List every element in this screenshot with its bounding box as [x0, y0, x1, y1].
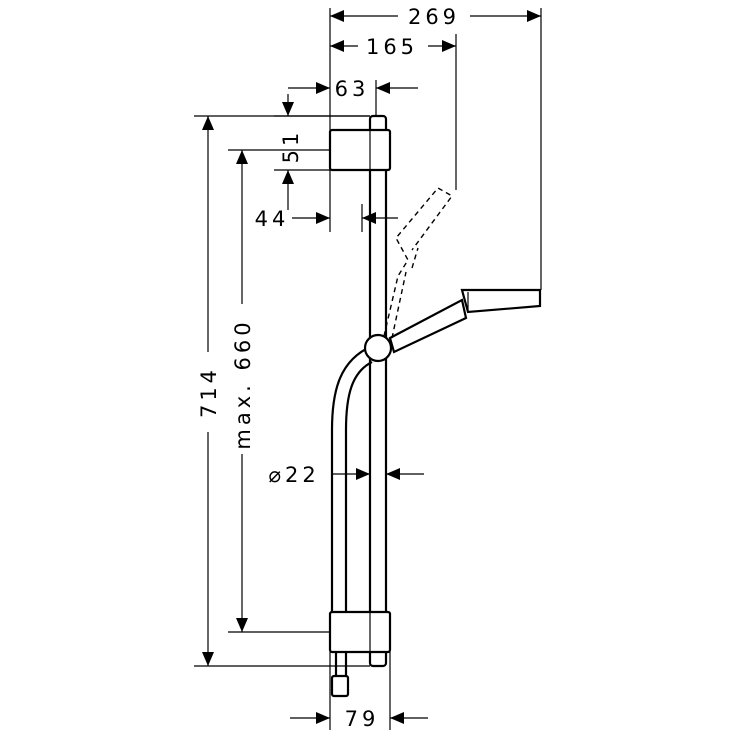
hand-shower: [388, 288, 542, 354]
dim-714: 714: [194, 115, 370, 667]
bottom-wall-bracket: [328, 610, 392, 654]
dim-51: 51: [274, 94, 370, 210]
dim-79-label: 79: [345, 707, 380, 731]
dim-79: 79: [290, 652, 428, 731]
slider-holder: [363, 333, 393, 363]
dim-max-660: max. 660: [228, 149, 330, 633]
hose-connector: [330, 674, 350, 698]
dim-165-label: 165: [366, 35, 418, 59]
shower-hose: [330, 344, 373, 698]
hand-shower-alt-position: [383, 187, 454, 339]
dim-269-label: 269: [408, 5, 460, 29]
dim-714-label: 714: [197, 366, 221, 418]
dim-165: 165: [330, 34, 457, 190]
shower-rail: [368, 114, 388, 668]
dim-63: 63: [288, 77, 418, 116]
dim-51-label: 51: [279, 129, 303, 164]
dim-diameter-22: ⌀22: [268, 463, 424, 487]
top-wall-bracket: [328, 128, 392, 172]
dim-diameter-22-label: ⌀22: [268, 463, 319, 487]
dim-269: 269: [329, 4, 542, 290]
dim-63-label: 63: [335, 77, 370, 101]
dim-44-label: 44: [255, 207, 290, 231]
dim-max-660-label: max. 660: [231, 318, 255, 449]
dim-44: 44: [255, 170, 398, 232]
